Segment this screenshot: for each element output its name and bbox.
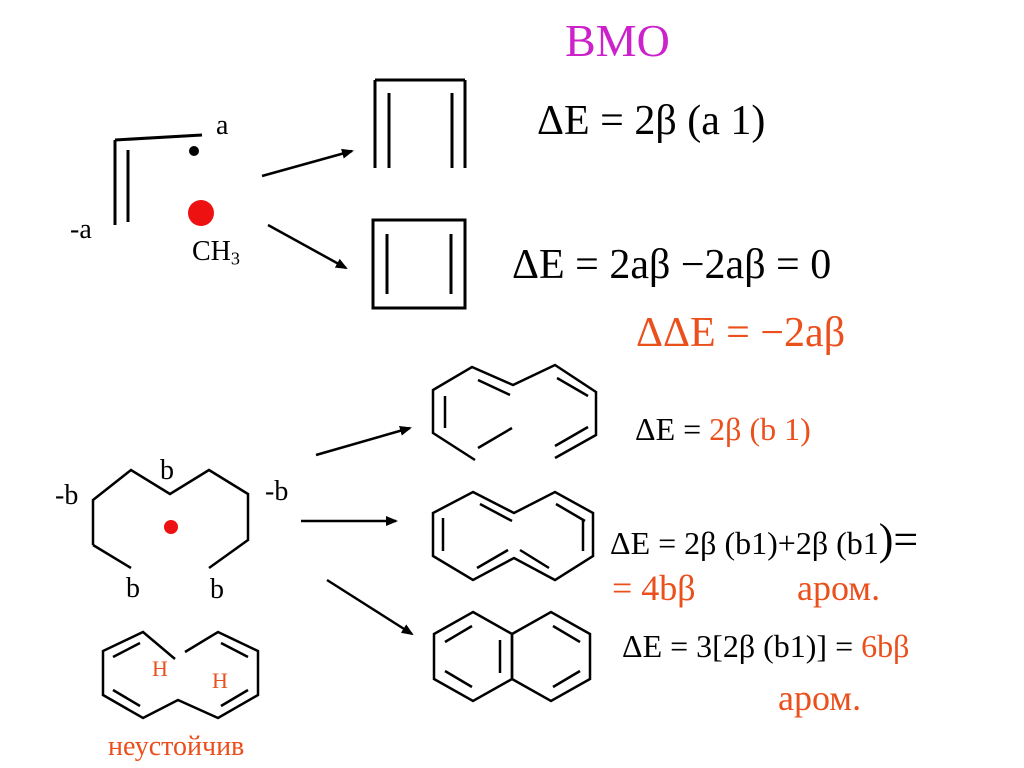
label-a: a bbox=[216, 110, 229, 141]
allyl-fragment bbox=[113, 133, 203, 225]
aromatic-label-annulene: аром. bbox=[797, 568, 881, 608]
hydrogen-label-1: H bbox=[152, 656, 168, 681]
equation-annulene-result: = 4bβ bbox=[612, 568, 696, 608]
arrow-to-open-polyene bbox=[315, 425, 412, 457]
hydrogen-label-2: H bbox=[212, 668, 228, 693]
eq1-value: 2β (b 1) bbox=[709, 411, 811, 447]
methyl-red-dot bbox=[188, 200, 214, 226]
open-polyene-structure bbox=[431, 363, 598, 462]
eq1-prefix: ΔE = bbox=[635, 411, 710, 447]
ch-text: CH bbox=[192, 236, 231, 267]
butadiene-structure bbox=[373, 78, 467, 168]
diagram-title: BMO bbox=[565, 15, 670, 66]
cyclobutadiene-structure bbox=[371, 218, 467, 310]
aromatic-label-naphthalene: аром. bbox=[778, 678, 862, 718]
label-b-bottom-right: b bbox=[210, 574, 224, 605]
label-b-bottom-left: b bbox=[126, 573, 140, 604]
equation-cyclobutadiene: ΔE = 2aβ −2aβ = 0 bbox=[512, 242, 832, 288]
label-b-top: b bbox=[160, 455, 174, 486]
equation-open-polyene: ΔE = 2β (b 1) bbox=[635, 413, 811, 445]
equation-annulene: ΔE = 2β (b1)+2β (b1)= bbox=[610, 518, 918, 562]
label-ch3: CH3 bbox=[192, 238, 240, 268]
ch-subscript: 3 bbox=[230, 248, 240, 269]
unstable-caption: неустойчив bbox=[108, 731, 245, 762]
equation-open-chain: ΔE = 2β (a 1) bbox=[537, 98, 766, 144]
naphthalene-structure bbox=[432, 610, 592, 703]
center-red-dot bbox=[164, 520, 178, 534]
unstable-annulene-structure bbox=[101, 630, 260, 720]
radical-dot bbox=[189, 146, 199, 156]
eq3-main: ΔE = 3[2β (b1)] = bbox=[622, 628, 862, 664]
arrow-to-butadiene bbox=[261, 148, 354, 178]
label-minus-b-left: -b bbox=[55, 480, 79, 511]
delta-delta-e: ΔΔE = −2aβ bbox=[636, 310, 846, 356]
arrow-to-cyclobutadiene bbox=[267, 223, 348, 270]
annulene-structure bbox=[431, 490, 595, 582]
label-minus-b-right: -b bbox=[265, 476, 289, 507]
eq2-main: ΔE = 2β (b1)+2β (b1 bbox=[610, 525, 879, 561]
eq3-value: 6bβ bbox=[861, 628, 910, 664]
arrow-to-naphthalene bbox=[326, 578, 414, 636]
equation-naphthalene: ΔE = 3[2β (b1)] = 6bβ bbox=[622, 630, 909, 662]
polyene-fragment bbox=[91, 468, 250, 570]
label-minus-a: -a bbox=[70, 214, 92, 245]
eq2-close: )= bbox=[878, 515, 919, 564]
